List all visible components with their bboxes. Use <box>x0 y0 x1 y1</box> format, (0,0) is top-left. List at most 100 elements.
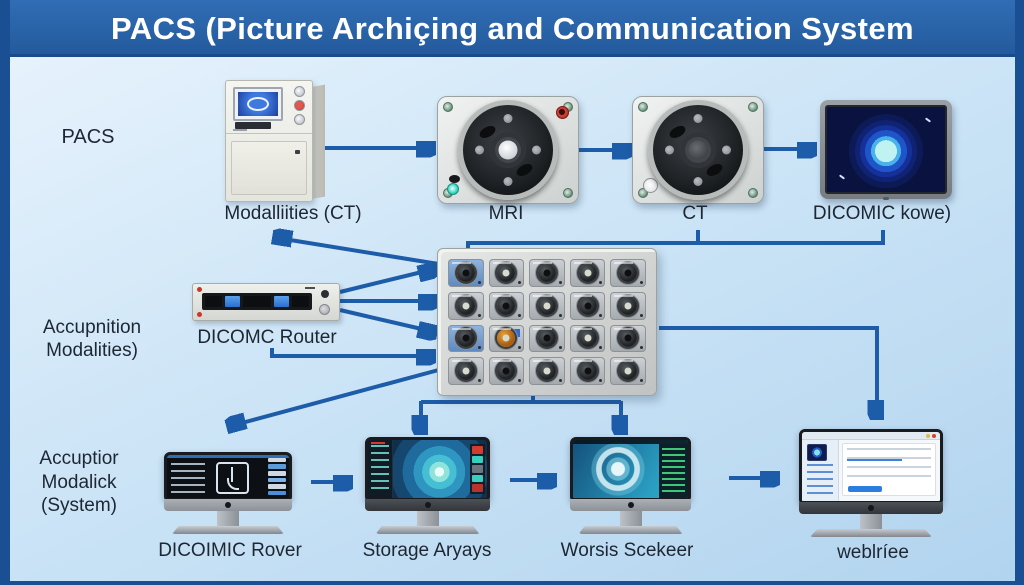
teal-led-icon <box>447 183 459 195</box>
rack-module-led <box>518 346 522 350</box>
modalities-scanner-device <box>225 80 325 202</box>
icon-chip <box>471 474 483 483</box>
thumbnail <box>267 457 286 463</box>
rack-knob <box>456 263 475 282</box>
camera-dot-icon <box>868 505 874 511</box>
rack-module <box>448 291 484 320</box>
rover-screen-content <box>167 455 289 498</box>
link-line <box>847 459 903 462</box>
screen-speck <box>838 174 846 180</box>
label-dicom-rover: DICOIMIC Rover <box>158 540 302 561</box>
disc-dot <box>693 177 703 186</box>
rack-module-led <box>518 379 522 382</box>
worklist-panel <box>842 443 936 496</box>
monitor-chin <box>799 502 943 514</box>
rack-module-led <box>477 280 481 284</box>
disc-dot <box>503 177 513 186</box>
rack-knob <box>537 329 556 348</box>
cabinet-slot <box>235 122 271 129</box>
rack-knob <box>537 362 556 381</box>
frame-border-bottom <box>0 581 1024 585</box>
rack-module-led <box>558 280 562 284</box>
rover-screen <box>164 452 292 501</box>
rack-knob <box>578 296 597 315</box>
disc-dot <box>532 145 541 155</box>
rack-module <box>610 259 646 287</box>
rack-knob <box>578 263 597 282</box>
label-dicom-viewer: DICOMIC kowe) <box>812 203 952 224</box>
icon-chip <box>471 446 483 454</box>
rack-module-led <box>477 313 481 317</box>
webviewer-screen <box>799 429 943 504</box>
disc-dot <box>722 145 731 155</box>
router-display-segment <box>291 296 309 307</box>
router-knob-icon <box>321 290 329 298</box>
screen-toolbar <box>573 440 688 444</box>
storage-screen <box>365 437 490 501</box>
icon-strip <box>469 444 485 494</box>
gantry-disc <box>648 100 748 200</box>
monitor-stand-base <box>375 526 480 534</box>
icon-chip <box>471 484 483 492</box>
rack-module <box>569 291 606 320</box>
cabinet-control-panel <box>226 81 312 134</box>
primary-button <box>848 486 883 492</box>
label-workstation: Worsis Scekeer <box>560 540 694 561</box>
rack-module <box>610 357 646 385</box>
close-icon <box>932 434 936 438</box>
thumbnail <box>267 490 286 496</box>
router-display-segment <box>273 296 289 307</box>
red-button-icon <box>556 106 569 119</box>
label-modalities: Modalliities (CT) <box>224 203 362 224</box>
ct-scanner-device <box>632 96 764 204</box>
rack-module-led <box>558 313 562 317</box>
rack-module <box>488 291 525 320</box>
rack-module <box>529 357 565 385</box>
router-led-icon <box>197 287 202 292</box>
rack-module-led <box>639 313 643 317</box>
rack-knob <box>537 263 556 282</box>
screw-icon <box>563 188 573 198</box>
rack-module <box>448 324 484 353</box>
rack-module-led <box>599 313 603 317</box>
disc-dot <box>693 114 703 123</box>
screen-toolbar <box>167 455 289 458</box>
rack-module <box>448 259 484 287</box>
rack-module <box>529 259 565 287</box>
door-latch <box>295 150 300 154</box>
rack-module <box>569 259 606 287</box>
monitor-stand-neck <box>619 511 642 526</box>
frame-border-right <box>1015 0 1024 585</box>
cabinet-button-icon <box>294 114 305 125</box>
rover-monitor <box>164 452 292 534</box>
title-bar: PACS (Picture Archiçing and Communicatio… <box>10 0 1015 57</box>
mri-scanner-device <box>437 96 579 204</box>
page-title: PACS (Picture Archiçing and Communicatio… <box>111 10 914 46</box>
cabinet-button-icon <box>294 86 305 97</box>
label-pacs: PACS <box>61 126 115 148</box>
rack-knob <box>497 296 516 315</box>
dicom-viewer-device <box>820 100 952 200</box>
rack-module-led <box>599 346 603 350</box>
rack-module <box>488 357 525 385</box>
rack-module-led <box>558 346 562 350</box>
cabinet-button-icon <box>294 100 305 111</box>
tablet-button-icon <box>883 197 889 200</box>
thumbnail <box>267 484 286 489</box>
rack-module <box>529 291 565 320</box>
rack-module-led <box>477 379 481 382</box>
cabinet-display <box>238 92 278 116</box>
monitor-chin <box>365 499 490 511</box>
monitor-stand-neck <box>416 511 439 526</box>
rack-knob <box>537 296 556 315</box>
rack-module-led <box>518 280 522 284</box>
rack-module-led <box>558 379 562 382</box>
router-display-segment <box>243 296 271 307</box>
monitor-chin <box>164 499 292 511</box>
screw-icon <box>443 102 453 112</box>
disc-dot <box>665 145 674 155</box>
screen-sidebar <box>368 440 393 498</box>
rack-knob <box>456 362 475 381</box>
terminal-panel <box>659 444 688 498</box>
